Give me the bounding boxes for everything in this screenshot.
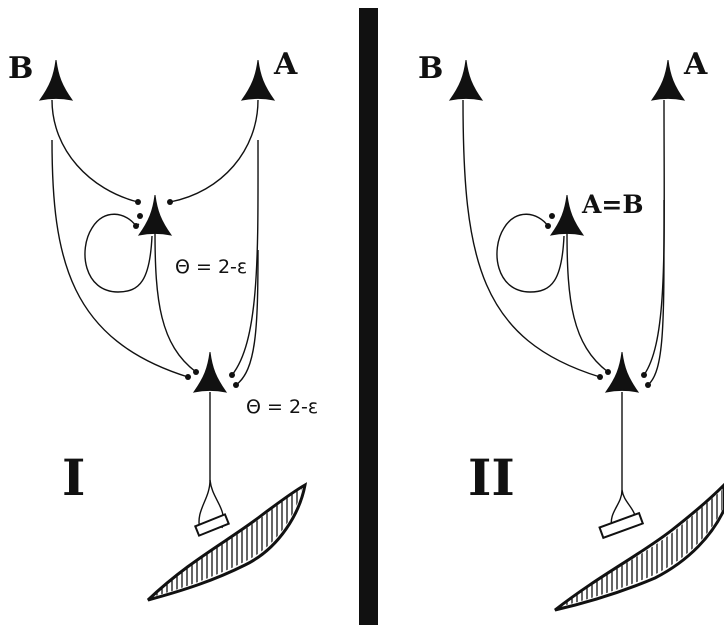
- label-a-1: A: [273, 47, 298, 82]
- threshold-output-1: Θ = 2-ε: [246, 396, 318, 418]
- panel-2: B A A=B II: [418, 47, 724, 610]
- panel-1: B A Θ = 2-ε Θ = 2-ε I: [8, 47, 318, 600]
- threshold-middle-1: Θ = 2-ε: [175, 256, 247, 278]
- neuron-a-2: [652, 60, 684, 100]
- neuron-b-2: [450, 60, 482, 100]
- label-a-equals-b-2: A=B: [581, 190, 643, 219]
- label-a-2: A: [683, 47, 708, 82]
- panel-numeral-2: II: [468, 448, 515, 507]
- neuron-a-1: [242, 60, 274, 100]
- panel-numeral-1: I: [62, 448, 85, 507]
- panel-divider: [359, 8, 378, 625]
- label-b-2: B: [418, 51, 443, 86]
- muscle-1: [148, 485, 305, 600]
- middle-neuron-1: [139, 195, 171, 235]
- neuron-b-1: [40, 60, 72, 100]
- label-b-1: B: [8, 51, 33, 86]
- middle-neuron-2: [551, 195, 583, 235]
- muscle-2: [555, 485, 724, 610]
